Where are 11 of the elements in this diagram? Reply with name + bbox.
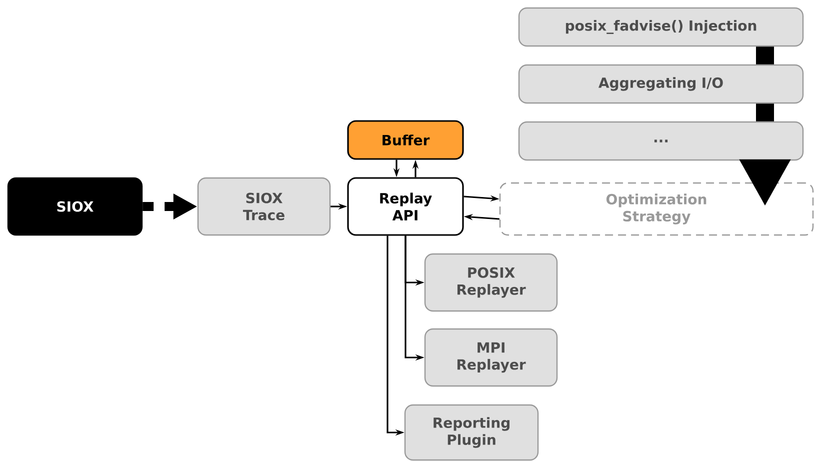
process-box: Aggregating I/O [518, 64, 804, 104]
process-box: Reporting Plugin [404, 404, 539, 461]
input-box: SIOX [7, 177, 143, 236]
process-box: POSIX Replayer [424, 253, 558, 312]
process-box: ... [518, 121, 804, 161]
process-box: SIOX Trace [197, 177, 331, 236]
process-box: posix_fadvise() Injection [518, 7, 804, 47]
buffer-box: Buffer [347, 120, 464, 160]
process-box: Replay API [347, 177, 464, 236]
process-box: MPI Replayer [424, 328, 558, 387]
strategy-box: Optimization Strategy [499, 182, 814, 236]
